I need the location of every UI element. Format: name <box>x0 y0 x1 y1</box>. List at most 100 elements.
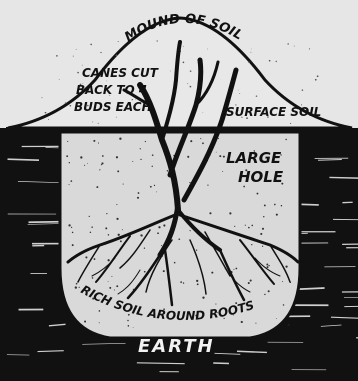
mound-speck <box>248 61 250 63</box>
soil-speck <box>141 234 143 236</box>
soil-speck <box>76 283 78 285</box>
soil-speck <box>89 216 90 217</box>
soil-speck <box>144 248 145 249</box>
soil-speck <box>163 270 165 272</box>
mound-speck <box>42 97 43 98</box>
soil-speck <box>245 225 246 226</box>
mound-speck <box>309 48 310 49</box>
mound-speck <box>92 121 93 122</box>
large-hole-label-line1: LARGE <box>226 149 282 167</box>
soil-speck <box>211 272 213 274</box>
soil-speck <box>152 166 153 167</box>
soil-speck <box>122 229 123 230</box>
soil-speck <box>107 259 109 261</box>
soil-speck <box>102 155 104 157</box>
mound-speck <box>56 55 58 57</box>
soil-speck <box>248 282 250 284</box>
mound-speck <box>190 70 192 72</box>
soil-speck <box>140 148 141 149</box>
soil-speck <box>119 138 121 140</box>
mound-speck <box>73 56 74 57</box>
soil-speck <box>105 227 107 229</box>
soil-speck <box>111 276 112 277</box>
soil-speck <box>222 171 223 172</box>
mound-speck <box>287 43 288 44</box>
soil-speck <box>209 212 211 214</box>
soil-speck <box>92 277 94 279</box>
soil-speck <box>187 156 189 158</box>
soil-speck <box>137 197 139 199</box>
soil-speck <box>140 159 141 160</box>
soil-speck <box>282 281 283 282</box>
canes-label-line3: BUDS EACH <box>74 100 152 114</box>
mound-speck <box>207 49 208 50</box>
mound-speck <box>238 90 239 91</box>
soil-speck <box>152 154 154 156</box>
soil-speck <box>223 156 225 158</box>
soil-speck <box>69 184 70 185</box>
soil-speck <box>133 327 134 328</box>
mound-speck <box>157 40 158 41</box>
soil-speck <box>200 138 201 139</box>
mound-speck <box>302 89 304 91</box>
soil-speck <box>174 262 176 264</box>
large-hole-label-line2: HOLE <box>238 168 284 186</box>
soil-speck <box>116 204 117 205</box>
mound-speck <box>250 52 251 53</box>
soil-speck <box>263 216 264 217</box>
soil-speck <box>266 264 268 266</box>
soil-speck <box>69 162 70 163</box>
soil-speck <box>158 226 160 228</box>
mound-speck <box>77 72 79 74</box>
soil-speck <box>285 265 287 267</box>
soil-speck <box>233 269 234 270</box>
soil-speck <box>80 156 82 158</box>
soil-speck <box>138 192 140 194</box>
mound-speck <box>190 86 192 88</box>
soil-speck <box>202 142 204 144</box>
soil-speck <box>90 232 91 233</box>
soil-speck <box>79 287 80 288</box>
soil-speck <box>255 323 256 324</box>
earth-hatch-stroke <box>213 363 229 364</box>
soil-speck <box>196 249 197 250</box>
mound-speck <box>187 83 188 84</box>
soil-speck <box>250 279 252 281</box>
soil-speck <box>196 280 198 282</box>
soil-speck <box>67 141 68 142</box>
soil-speck <box>229 212 231 214</box>
soil-speck <box>156 192 157 193</box>
soil-speck <box>207 185 208 186</box>
mound-speck <box>203 112 204 113</box>
mound-speck <box>65 102 67 104</box>
mound-speck <box>98 123 99 124</box>
soil-speck <box>84 320 86 322</box>
soil-speck <box>68 224 70 226</box>
mound-speck <box>120 49 121 50</box>
soil-speck <box>120 240 122 242</box>
mound-speck <box>107 81 108 82</box>
soil-speck <box>144 271 146 273</box>
soil-speck <box>256 193 258 195</box>
soil-speck <box>183 282 184 283</box>
soil-speck <box>180 281 182 283</box>
canes-label-line1: CANES CUT <box>82 66 159 80</box>
soil-speck <box>276 318 277 319</box>
mound-speck <box>276 61 277 62</box>
soil-speck <box>99 322 100 323</box>
soil-speck <box>87 163 88 164</box>
soil-speck <box>99 169 100 170</box>
soil-speck <box>190 230 191 231</box>
soil-speck <box>93 140 95 142</box>
mound-speck <box>239 93 240 94</box>
soil-speck <box>234 226 235 227</box>
mound-speck <box>170 71 171 72</box>
surface-soil-label: SURFACE SOIL <box>226 105 321 119</box>
soil-speck <box>108 234 109 235</box>
soil-speck <box>75 286 77 288</box>
soil-speck <box>267 266 269 268</box>
soil-speck <box>116 218 118 220</box>
soil-speck <box>202 296 204 298</box>
